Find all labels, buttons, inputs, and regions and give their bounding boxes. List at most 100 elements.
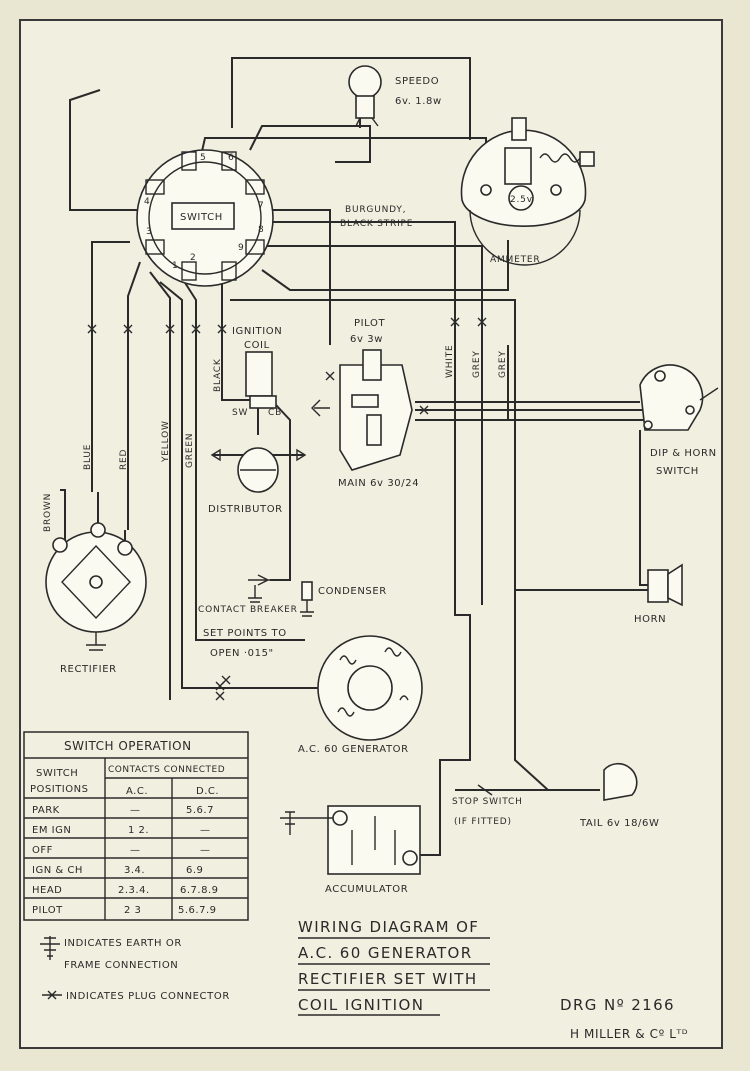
maker-name: H MILLER & Cº Lᵀᴰ: [570, 1027, 688, 1041]
coil-cb-terminal: CB: [268, 408, 282, 418]
points-note-1: SET POINTS TO: [203, 628, 287, 639]
condenser: CONDENSER: [300, 581, 387, 617]
table-col1-header-1: SWITCH: [36, 768, 78, 779]
wire-label-red: RED: [119, 449, 129, 470]
switch-terminal-6: 6: [228, 153, 235, 163]
table-row-dc: 6.9: [186, 865, 203, 876]
horn-label: HORN: [634, 614, 666, 625]
headlamp-unit: PILOT 6v 3w MAIN 6v 30/24: [311, 318, 419, 489]
table-row-ac: 2 3: [124, 905, 141, 916]
switch-terminal-3: 3: [146, 227, 153, 237]
table-row-dc: —: [200, 845, 211, 856]
stop-switch-label-1: STOP SWITCH: [452, 797, 523, 807]
accumulator: ACCUMULATOR: [280, 805, 421, 895]
stop-switch-label-2: (IF FITTED): [454, 817, 512, 827]
ammeter-scale: 2.5v: [510, 195, 533, 205]
table-row-ac: —: [130, 845, 141, 856]
table-dc-header: D.C.: [196, 786, 219, 797]
switch-terminal-9: 9: [238, 243, 245, 253]
contact-breaker: CONTACT BREAKER: [198, 574, 298, 615]
wire-colour-labels: BROWN BLUE RED YELLOW GREEN BLACK WHITE …: [43, 344, 508, 532]
earth-symbol: [40, 936, 60, 960]
ammeter-label: AMMETER: [490, 255, 540, 265]
speedo-bulb: SPEEDO 6v. 1.8w: [348, 65, 442, 127]
horn: HORN: [634, 563, 683, 625]
condenser-label: CONDENSER: [318, 586, 387, 597]
switch-terminal-4: 4: [144, 197, 151, 207]
dip-switch-label-2: SWITCH: [656, 466, 699, 477]
title-line2: A.C. 60 GENERATOR: [298, 944, 473, 962]
tail-lamp-label: TAIL 6v 18/6W: [579, 818, 659, 829]
wire-label-yellow: YELLOW: [161, 420, 171, 463]
table-row-position: PILOT: [32, 905, 63, 916]
legend-earth-line1: INDICATES EARTH OR: [64, 938, 182, 949]
rectifier: RECTIFIER: [45, 522, 147, 675]
ammeter: 2.5v AMMETER: [460, 117, 595, 266]
drawing-number: DRG Nº 2166: [560, 996, 675, 1014]
title-line1: WIRING DIAGRAM OF: [298, 918, 479, 936]
wire-label-black: BLACK: [213, 358, 223, 392]
distributor-label: DISTRIBUTOR: [208, 504, 283, 515]
generator: A.C. 60 GENERATOR: [298, 635, 423, 755]
table-row-ac: 2.3.4.: [118, 885, 150, 896]
table-row-ac: 3.4.: [124, 865, 145, 876]
wire-label-blue: BLUE: [83, 444, 93, 470]
table-col1-header-2: POSITIONS: [30, 784, 88, 795]
table-row-ac: —: [130, 805, 141, 816]
speedo-label: SPEEDO: [395, 76, 439, 87]
rectifier-label: RECTIFIER: [60, 664, 117, 675]
wiring-harness: [60, 57, 655, 856]
coil-sw-terminal: SW: [232, 408, 248, 418]
table-row-dc: 6.7.8.9: [180, 885, 219, 896]
points-note-2: OPEN ·015": [210, 648, 274, 659]
tail-lamp: TAIL 6v 18/6W: [579, 762, 659, 829]
dip-horn-switch: DIP & HORN SWITCH: [639, 364, 719, 477]
switch-operation-table: SWITCH OPERATION SWITCH POSITIONS CONTAC…: [23, 731, 249, 921]
main-lamp-label: MAIN 6v 30/24: [338, 478, 419, 489]
table-row-position: IGN & CH: [32, 865, 83, 876]
legend-earth-line2: FRAME CONNECTION: [64, 960, 178, 971]
ignition-lighting-switch: SWITCH 6 7 8 9 2 1 3 4 5: [136, 149, 274, 287]
table-row-position: PARK: [32, 805, 60, 816]
table-row-dc: 5.6.7.9: [178, 905, 217, 916]
title-block: WIRING DIAGRAM OF A.C. 60 GENERATOR RECT…: [298, 918, 688, 1041]
distributor: DISTRIBUTOR: [208, 447, 307, 515]
table-title: SWITCH OPERATION: [64, 739, 192, 753]
pilot-label: PILOT: [354, 318, 385, 329]
wire-label-grey-1: GREY: [472, 350, 482, 378]
pilot-rating: 6v 3w: [350, 334, 383, 345]
switch-label: SWITCH: [180, 212, 223, 223]
table-row-dc: 5.6.7: [186, 805, 214, 816]
switch-terminal-5: 5: [200, 153, 207, 163]
stop-switch: STOP SWITCH (IF FITTED): [452, 784, 523, 827]
wire-label-grey-2: GREY: [498, 350, 508, 378]
switch-terminal-2: 2: [190, 253, 197, 263]
burgundy-wire-label-2: BLACK STRIPE: [340, 219, 413, 229]
table-group-header: CONTACTS CONNECTED: [108, 765, 225, 775]
speedo-rating: 6v. 1.8w: [395, 96, 442, 107]
switch-terminal-7: 7: [258, 201, 265, 211]
plug-connector-symbol: [42, 990, 62, 1000]
legend-plug: INDICATES PLUG CONNECTOR: [66, 991, 230, 1002]
table-row-position: OFF: [32, 845, 53, 856]
switch-terminal-1: 1: [172, 261, 179, 271]
generator-label: A.C. 60 GENERATOR: [298, 744, 409, 755]
dip-switch-label-1: DIP & HORN: [650, 448, 717, 459]
contact-breaker-label: CONTACT BREAKER: [198, 605, 298, 615]
table-ac-header: A.C.: [126, 786, 148, 797]
wire-label-brown: BROWN: [43, 493, 53, 532]
switch-terminal-8: 8: [258, 225, 265, 235]
table-row-position: EM IGN: [32, 825, 71, 836]
ignition-coil-label-2: COIL: [244, 340, 270, 351]
wire-label-white: WHITE: [445, 344, 455, 378]
accumulator-label: ACCUMULATOR: [325, 884, 408, 895]
table-row-position: HEAD: [32, 885, 62, 896]
ignition-coil-label-1: IGNITION: [232, 326, 282, 337]
wire-label-green: GREEN: [185, 433, 195, 468]
title-line3: RECTIFIER SET WITH: [298, 970, 478, 988]
burgundy-wire-label-1: BURGUNDY,: [345, 205, 406, 215]
title-line4: COIL IGNITION: [298, 996, 424, 1014]
legend: INDICATES EARTH OR FRAME CONNECTION INDI…: [40, 936, 230, 1002]
ignition-coil: IGNITION COIL SW CB: [232, 326, 282, 418]
